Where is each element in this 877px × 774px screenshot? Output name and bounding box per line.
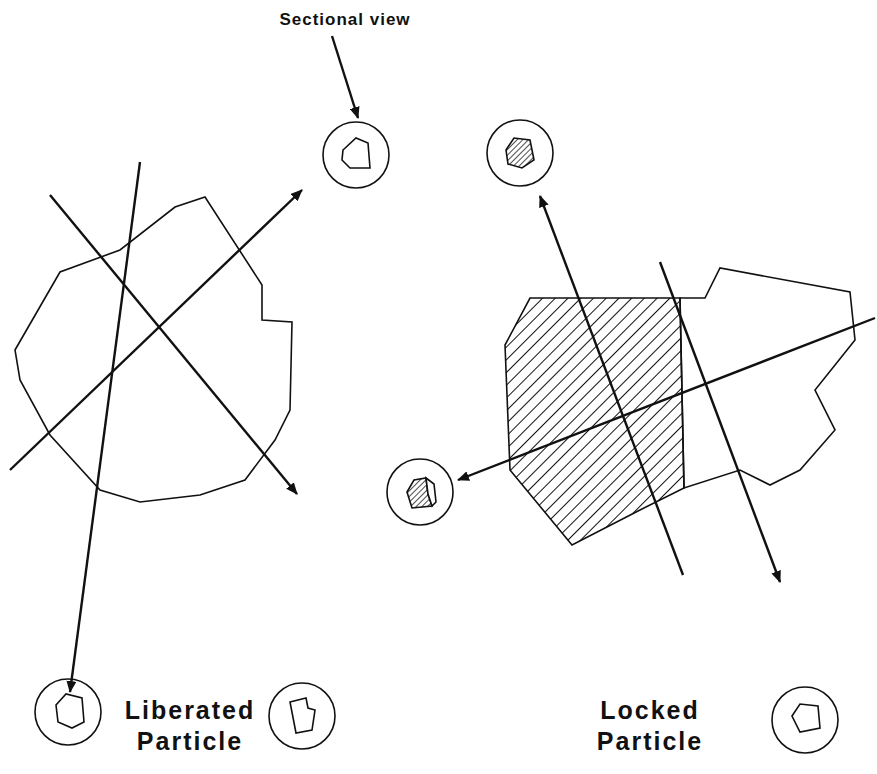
- sectional-view-label: Sectional view: [279, 9, 410, 30]
- locked-particle-label: Locked Particle: [597, 695, 703, 758]
- liberated-particle-label: Liberated Particle: [125, 695, 256, 758]
